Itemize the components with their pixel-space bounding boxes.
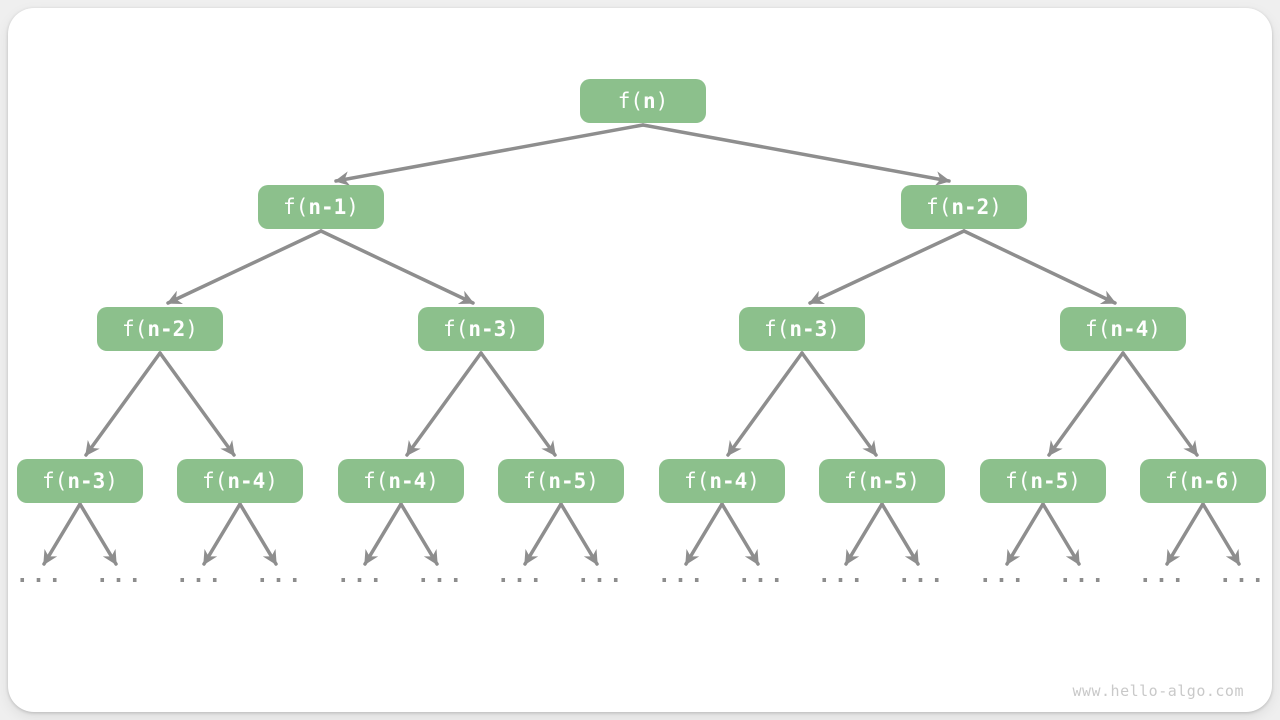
- ellipsis-leaf: ...: [657, 563, 707, 588]
- tree-node-l2-0: f(n-2): [97, 307, 223, 351]
- node-text-arg: n-4: [227, 469, 266, 493]
- node-text-prefix: f(: [202, 469, 228, 493]
- node-text-suffix: ): [185, 317, 198, 341]
- tree-node-l1-0: f(n-1): [258, 185, 384, 229]
- node-text-arg: n-5: [869, 469, 908, 493]
- tree-node-l2-1: f(n-3): [418, 307, 544, 351]
- node-text-suffix: ): [586, 469, 599, 493]
- tree-node-l2-3: f(n-4): [1060, 307, 1186, 351]
- ellipsis-leaf: ...: [15, 563, 65, 588]
- node-text-arg: n-5: [548, 469, 587, 493]
- node-text-prefix: f(: [363, 469, 389, 493]
- ellipsis-leaf: ...: [255, 563, 305, 588]
- node-text-arg: n-4: [1110, 317, 1149, 341]
- node-text-prefix: f(: [764, 317, 790, 341]
- node-text-suffix: ): [1228, 469, 1241, 493]
- tree-node-l3-6: f(n-5): [980, 459, 1106, 503]
- ellipsis-leaf: ...: [1138, 563, 1188, 588]
- node-text-prefix: f(: [443, 317, 469, 341]
- ellipsis-leaf: ...: [978, 563, 1028, 588]
- node-text-arg: n-3: [789, 317, 828, 341]
- ellipsis-leaf: ...: [95, 563, 145, 588]
- ellipsis-leaf: ...: [817, 563, 867, 588]
- watermark-url: www.hello-algo.com: [1072, 682, 1244, 700]
- node-text-prefix: f(: [1005, 469, 1031, 493]
- node-text-suffix: ): [265, 469, 278, 493]
- node-text-suffix: ): [747, 469, 760, 493]
- ellipsis-leaf: ...: [576, 563, 626, 588]
- node-text-suffix: ): [655, 89, 669, 113]
- ellipsis-leaf: ...: [1218, 563, 1268, 588]
- node-text-prefix: f(: [684, 469, 710, 493]
- node-text-suffix: ): [105, 469, 118, 493]
- node-text-prefix: f(: [523, 469, 549, 493]
- node-text-arg: n-5: [1030, 469, 1069, 493]
- node-text-prefix: f(: [926, 195, 952, 219]
- ellipsis-leaf: ...: [737, 563, 787, 588]
- ellipsis-leaf: ...: [416, 563, 466, 588]
- node-text-suffix: ): [426, 469, 439, 493]
- node-text-prefix: f(: [1165, 469, 1191, 493]
- node-text-arg: n-4: [709, 469, 748, 493]
- tree-node-l2-2: f(n-3): [739, 307, 865, 351]
- node-text-suffix: ): [346, 195, 359, 219]
- tree-node-l0-0: f(n): [580, 79, 706, 123]
- ellipsis-leaf: ...: [496, 563, 546, 588]
- node-text-arg: n-3: [67, 469, 106, 493]
- node-text-arg: n-6: [1190, 469, 1229, 493]
- node-text-suffix: ): [506, 317, 519, 341]
- node-text-arg: n-2: [951, 195, 990, 219]
- ellipsis-leaf: ...: [1058, 563, 1108, 588]
- node-text-suffix: ): [907, 469, 920, 493]
- node-text-suffix: ): [989, 195, 1002, 219]
- node-text-suffix: ): [1148, 317, 1161, 341]
- ellipsis-leaf: ...: [897, 563, 947, 588]
- tree-node-l3-4: f(n-4): [659, 459, 785, 503]
- node-text-prefix: f(: [42, 469, 68, 493]
- ellipsis-leaf: ...: [175, 563, 225, 588]
- node-text-prefix: f(: [122, 317, 148, 341]
- node-text-prefix: f(: [617, 89, 643, 113]
- node-text-suffix: ): [827, 317, 840, 341]
- tree-node-l3-3: f(n-5): [498, 459, 624, 503]
- tree-node-l3-1: f(n-4): [177, 459, 303, 503]
- node-text-arg: n-3: [468, 317, 507, 341]
- node-text-prefix: f(: [1085, 317, 1111, 341]
- node-text-prefix: f(: [283, 195, 309, 219]
- node-text-arg: n: [642, 89, 656, 113]
- node-text-arg: n-1: [308, 195, 347, 219]
- ellipsis-leaf: ...: [336, 563, 386, 588]
- tree-node-l3-2: f(n-4): [338, 459, 464, 503]
- tree-node-l3-5: f(n-5): [819, 459, 945, 503]
- node-text-arg: n-2: [147, 317, 186, 341]
- node-text-arg: n-4: [388, 469, 427, 493]
- tree-node-l3-7: f(n-6): [1140, 459, 1266, 503]
- tree-node-l3-0: f(n-3): [17, 459, 143, 503]
- node-text-prefix: f(: [844, 469, 870, 493]
- tree-node-l1-1: f(n-2): [901, 185, 1027, 229]
- node-text-suffix: ): [1068, 469, 1081, 493]
